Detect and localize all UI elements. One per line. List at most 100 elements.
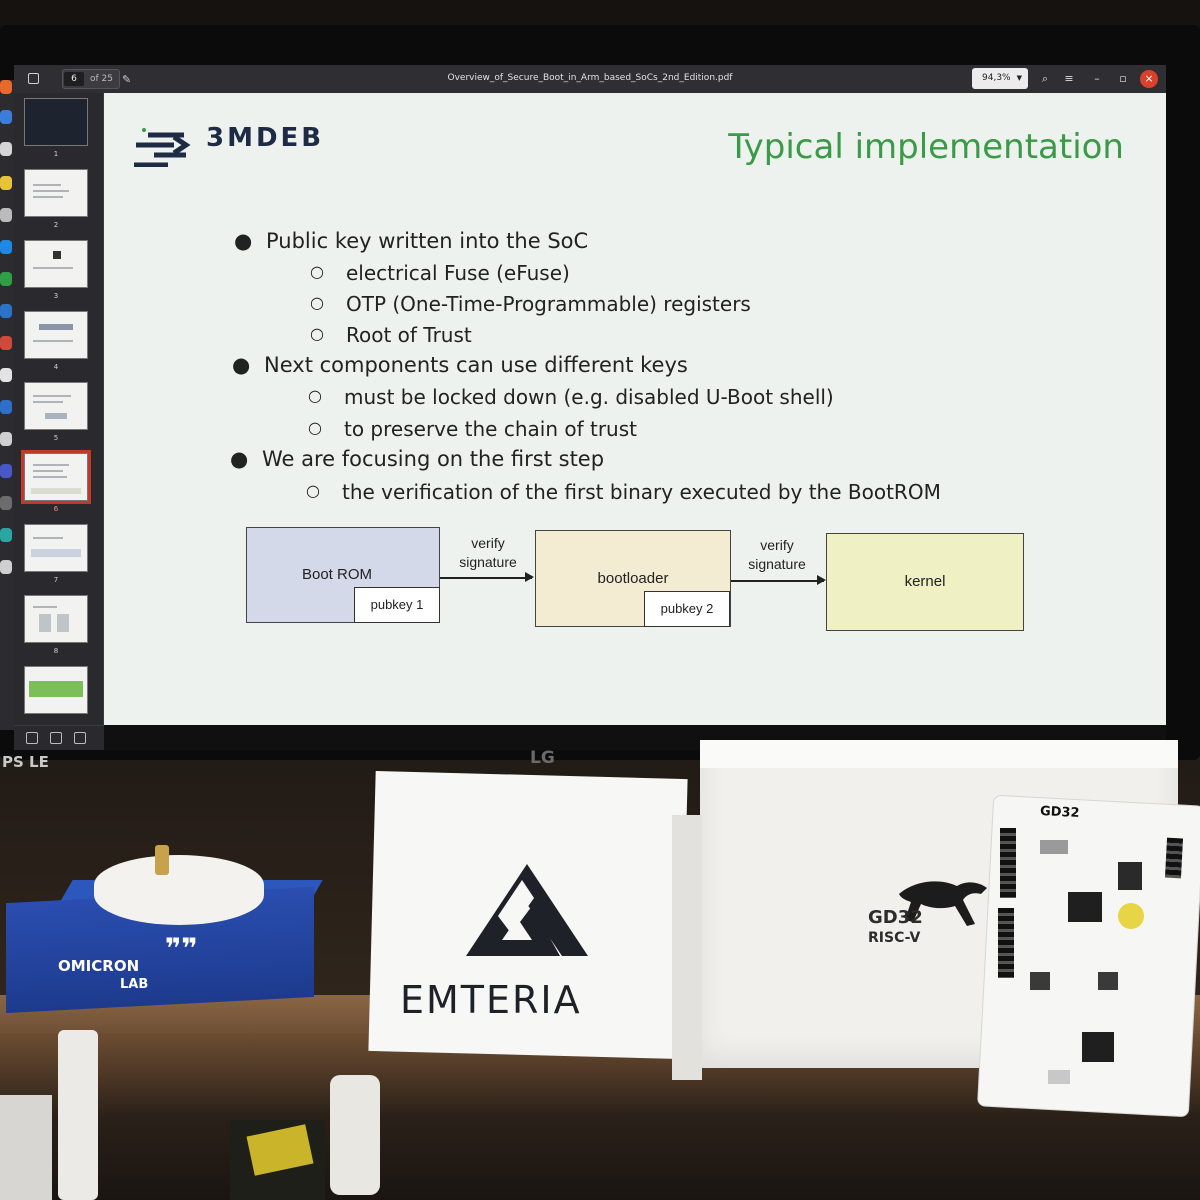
background-object	[0, 1095, 52, 1200]
search-icon[interactable]: ⌕	[1041, 72, 1049, 85]
thumbnail-number: 8	[53, 647, 59, 655]
sub-bullet-item: ○to preserve the chain of trust	[308, 417, 637, 441]
thumbnail-number: 4	[53, 363, 59, 371]
maximize-icon[interactable]: ▫	[1119, 72, 1127, 85]
arrow-right-icon	[731, 576, 826, 584]
sub-bullet-item: ○the verification of the first binary ex…	[306, 480, 941, 504]
sub-bullet-item: ○electrical Fuse (eFuse)	[310, 261, 570, 285]
thumbnail-number: 5	[53, 434, 59, 442]
thumbnail-number: 6	[53, 505, 59, 513]
screen: 6 of 25 ✎ Overview_of_Secure_Boot_in_Arm…	[14, 65, 1166, 750]
omicron-disc	[94, 855, 264, 925]
thumbnail-page[interactable]	[24, 382, 88, 430]
app-icon[interactable]	[0, 142, 12, 156]
thumbnail-pane: 1 2 3 4 5	[14, 93, 104, 725]
thumbnail-page[interactable]	[24, 98, 88, 146]
thumbnail-number: 1	[53, 150, 59, 158]
mcu-chip	[1068, 892, 1102, 922]
qc-pass-sticker	[1118, 903, 1144, 929]
pin-header	[1164, 837, 1184, 879]
bullet-item: ●Next components can use different keys	[232, 353, 688, 377]
app-icon[interactable]	[0, 528, 12, 542]
gd32-subtitle: RISC-V	[868, 930, 921, 946]
app-icon[interactable]	[0, 304, 12, 318]
kernel-label: kernel	[904, 573, 946, 590]
app-icon[interactable]	[0, 110, 12, 124]
arrow2-label: verify signature	[748, 537, 806, 572]
pin-header	[1000, 828, 1016, 898]
document-title: Overview_of_Secure_Boot_in_Arm_based_SoC…	[447, 73, 733, 83]
sub-bullet-item: ○Root of Trust	[310, 323, 472, 347]
viewer-toolbar: 6 of 25 ✎ Overview_of_Secure_Boot_in_Arm…	[14, 65, 1166, 93]
thumbnail-number: 3	[53, 292, 59, 300]
zoom-select[interactable]: 94,3% ▼	[972, 68, 1028, 89]
app-icon[interactable]	[0, 560, 12, 574]
sub-bullet-item: ○must be locked down (e.g. disabled U-Bo…	[308, 385, 834, 409]
omicron-mark-icon: ❞❞	[165, 932, 198, 965]
wakeup-button[interactable]	[1098, 972, 1118, 990]
logo-text: 3MDEB	[206, 123, 325, 153]
outline-icon[interactable]	[74, 732, 86, 744]
emteria-sign-fold	[672, 815, 702, 1080]
app-icon[interactable]	[0, 432, 12, 446]
thumbnail-page[interactable]	[24, 169, 88, 217]
skype-icon[interactable]	[0, 240, 12, 254]
debugger-chip	[1082, 1032, 1114, 1062]
thumbnail-toolbar	[14, 725, 104, 750]
3mdeb-logo-icon	[134, 128, 191, 167]
thumbnail-number: 2	[53, 221, 59, 229]
monitor-brand-left: PS LE	[2, 753, 49, 771]
crystal	[1040, 840, 1068, 854]
minimize-icon[interactable]: –	[1094, 72, 1100, 85]
app-icon[interactable]	[0, 336, 12, 350]
omicron-lab-label: LAB	[120, 977, 149, 992]
boot-rom-label: Boot ROM	[301, 566, 373, 583]
sub-bullet-item: ○OTP (One-Time-Programmable) registers	[310, 292, 751, 316]
annotate-pen-icon[interactable]: ✎	[122, 73, 132, 86]
reset-button[interactable]	[1030, 972, 1050, 990]
kernel-box: kernel	[826, 533, 1024, 631]
monitor: 6 of 25 ✎ Overview_of_Secure_Boot_in_Arm…	[0, 25, 1200, 771]
monitor-brand-lg: LG	[530, 748, 555, 768]
thumbnail-page[interactable]	[24, 595, 88, 643]
sidebar-toggle-icon[interactable]	[28, 73, 39, 84]
boot-switch	[1118, 862, 1142, 890]
thumbnail-number: 7	[53, 576, 59, 584]
chrome-icon[interactable]	[0, 368, 12, 382]
menu-icon[interactable]: ≡	[1064, 72, 1074, 85]
thumbnail-page-selected[interactable]	[21, 450, 91, 504]
grid-view-icon[interactable]	[26, 732, 38, 744]
page-number-input[interactable]: 6	[64, 72, 84, 86]
app-icon[interactable]	[0, 400, 12, 414]
firefox-icon[interactable]	[0, 80, 12, 94]
background-object	[330, 1075, 380, 1195]
omicron-label: OMICRON	[58, 957, 140, 975]
edit-icon[interactable]	[50, 732, 62, 744]
app-icon[interactable]	[0, 176, 12, 190]
app-icon[interactable]	[0, 464, 12, 478]
app-icon[interactable]	[0, 496, 12, 510]
thumbnail-page[interactable]	[24, 666, 88, 714]
app-icon[interactable]	[0, 272, 12, 286]
thumbnail-page[interactable]	[24, 524, 88, 572]
usb-port	[1048, 1070, 1070, 1084]
leopard-logo-icon	[899, 881, 987, 926]
pubkey1-box: pubkey 1	[354, 587, 440, 623]
app-icon[interactable]	[0, 208, 12, 222]
arrow-right-icon	[440, 573, 534, 581]
thumbnail-page[interactable]	[24, 240, 88, 288]
page-total-label: of 25	[90, 74, 113, 84]
emteria-wordmark: EMTERIA	[400, 978, 582, 1022]
emteria-logo-icon	[466, 864, 588, 956]
bootloader-label: bootloader	[597, 570, 669, 587]
slide-title: Typical implementation	[728, 127, 1124, 167]
os-dock	[0, 80, 14, 730]
chevron-down-icon: ▼	[1016, 74, 1022, 82]
arrow1-label: verify signature	[459, 535, 517, 570]
shelf-leg	[58, 1030, 98, 1200]
board-title: GD32	[1039, 803, 1080, 822]
close-icon[interactable]: ×	[1140, 70, 1158, 88]
zoom-value: 94,3%	[982, 73, 1011, 83]
thumbnail-page[interactable]	[24, 311, 88, 359]
slide: 3MDEB Typical implementation ●Public key…	[104, 93, 1166, 725]
